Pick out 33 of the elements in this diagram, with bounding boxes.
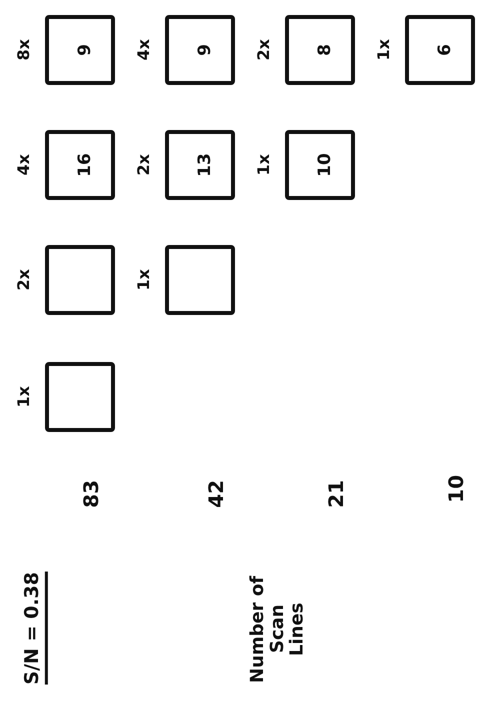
multiplier-label: 8x bbox=[15, 39, 33, 60]
multiplier-label: 1x bbox=[135, 269, 153, 290]
cell-value: 10 bbox=[315, 153, 335, 177]
value-box bbox=[45, 130, 115, 200]
multiplier-label: 2x bbox=[15, 269, 33, 290]
multiplier-label: 1x bbox=[255, 154, 273, 176]
cell-value: 9 bbox=[75, 44, 95, 56]
cell-value: 16 bbox=[75, 153, 95, 177]
multiplier-label: 2x bbox=[255, 39, 273, 60]
column-header: Number of Scan Lines bbox=[248, 575, 308, 683]
cell-value: 13 bbox=[195, 153, 215, 177]
value-box bbox=[165, 130, 235, 200]
value-box bbox=[285, 130, 355, 200]
multiplier-label: 1x bbox=[15, 386, 33, 408]
cell-value: 6 bbox=[435, 44, 455, 56]
empty-box bbox=[165, 245, 235, 315]
row-value: 10 bbox=[445, 475, 467, 503]
empty-box bbox=[45, 245, 115, 315]
row-value: 42 bbox=[205, 480, 227, 508]
multiplier-label: 2x bbox=[135, 154, 153, 176]
multiplier-label: 4x bbox=[15, 154, 33, 176]
multiplier-label: 4x bbox=[135, 39, 153, 60]
value-box bbox=[45, 15, 115, 85]
multiplier-label: 1x bbox=[375, 39, 393, 60]
cell-value: 9 bbox=[195, 44, 215, 56]
row-value: 83 bbox=[80, 480, 102, 508]
empty-box bbox=[45, 362, 115, 432]
value-box bbox=[165, 15, 235, 85]
value-box bbox=[285, 15, 355, 85]
row-value: 21 bbox=[325, 480, 347, 508]
title: S/N = 0.38 bbox=[22, 572, 48, 685]
cell-value: 8 bbox=[315, 44, 335, 56]
value-box bbox=[405, 15, 475, 85]
